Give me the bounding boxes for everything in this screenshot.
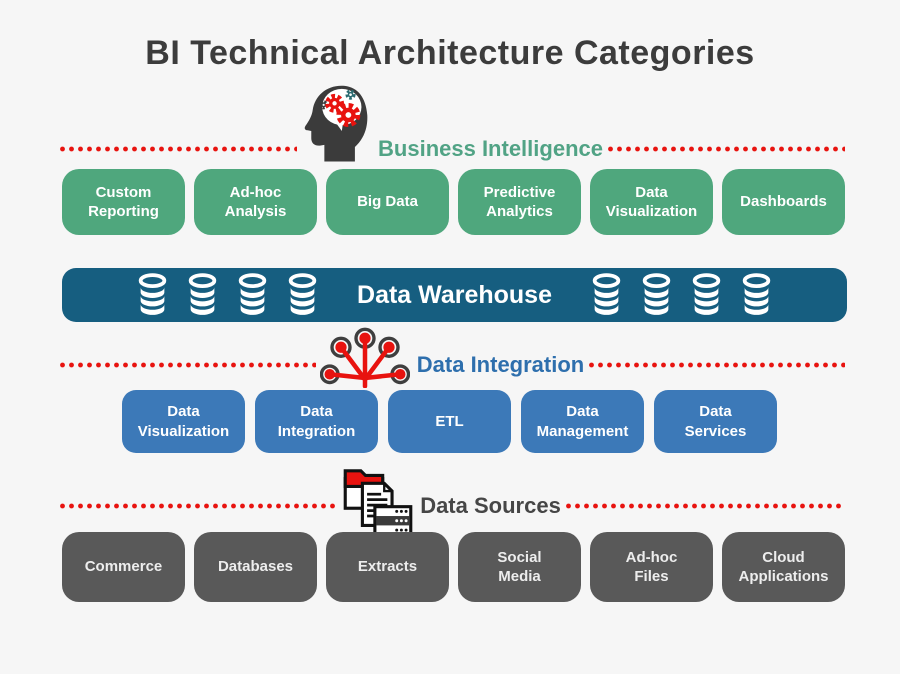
box-adhoc-analysis: Ad-hoc Analysis	[194, 169, 317, 235]
data-sources-divider: Data Sources	[58, 469, 845, 537]
database-icon	[689, 273, 724, 317]
database-icon	[135, 273, 170, 317]
box-data-services: Data Services	[654, 390, 777, 453]
box-label: Data Integration	[277, 403, 356, 440]
database-icon	[185, 273, 220, 317]
box-data-management: Data Management	[521, 390, 644, 453]
head-gears-icon	[299, 83, 373, 163]
database-icon	[589, 273, 624, 317]
data-integration-divider: Data Integration	[58, 327, 845, 389]
box-label: Extracts	[357, 558, 418, 576]
data-warehouse-bar: Data Warehouse	[62, 268, 847, 322]
red-dotted-line	[587, 362, 845, 368]
box-label: Data Management	[536, 403, 629, 440]
box-label: Commerce	[84, 558, 163, 576]
box-label: Ad-hoc Files	[625, 548, 678, 585]
database-icon	[739, 273, 774, 317]
box-commerce: Commerce	[62, 532, 185, 602]
database-icon	[639, 273, 674, 317]
hub-connector-icon	[319, 326, 410, 389]
business-intelligence-label: Business Intelligence	[378, 136, 603, 161]
data-sources-label: Data Sources	[420, 493, 561, 518]
business-intelligence-row: Custom Reporting Ad-hoc Analysis Big Dat…	[62, 169, 845, 235]
box-databases: Databases	[194, 532, 317, 602]
box-custom-reporting: Custom Reporting	[62, 169, 185, 235]
box-label: Data Services	[684, 403, 747, 440]
box-label: Databases	[217, 558, 294, 576]
box-label: Custom Reporting	[88, 183, 159, 220]
red-dotted-line	[58, 503, 340, 509]
box-data-visualization-bi: Data Visualization	[590, 169, 713, 235]
data-sources-row: Commerce Databases Extracts Social Media…	[62, 532, 845, 602]
database-icon	[285, 273, 320, 317]
box-label: Big Data	[357, 193, 418, 211]
data-warehouse-label: Data Warehouse	[357, 280, 552, 309]
box-label: Dashboards	[740, 193, 827, 211]
diagram-title: BI Technical Architecture Categories	[145, 34, 755, 72]
box-label: Predictive Analytics	[483, 183, 556, 220]
box-label: Data Visualization	[605, 183, 698, 220]
box-label: Data Visualization	[137, 403, 230, 440]
box-label: Social Media	[497, 548, 542, 585]
box-extracts: Extracts	[326, 532, 449, 602]
data-integration-label: Data Integration	[416, 352, 585, 377]
box-predictive-analytics: Predictive Analytics	[458, 169, 581, 235]
box-etl: ETL	[388, 390, 511, 453]
business-intelligence-divider: Business Intelligence	[58, 85, 845, 162]
box-adhoc-files: Ad-hoc Files	[590, 532, 713, 602]
box-label: Ad-hoc Analysis	[224, 183, 287, 220]
red-dotted-line	[58, 146, 298, 152]
box-cloud-applications: Cloud Applications	[722, 532, 845, 602]
documents-server-icon	[339, 463, 417, 541]
data-integration-row: Data Visualization Data Integration ETL …	[122, 390, 777, 453]
box-dashboards: Dashboards	[722, 169, 845, 235]
box-data-visualization-di: Data Visualization	[122, 390, 245, 453]
box-label: ETL	[435, 412, 464, 430]
box-social-media: Social Media	[458, 532, 581, 602]
red-dotted-line	[605, 146, 845, 152]
red-dotted-line	[563, 503, 845, 509]
box-label: Cloud Applications	[738, 548, 829, 585]
database-icon	[235, 273, 270, 317]
box-big-data: Big Data	[326, 169, 449, 235]
box-data-integration: Data Integration	[255, 390, 378, 453]
red-dotted-line	[58, 362, 316, 368]
